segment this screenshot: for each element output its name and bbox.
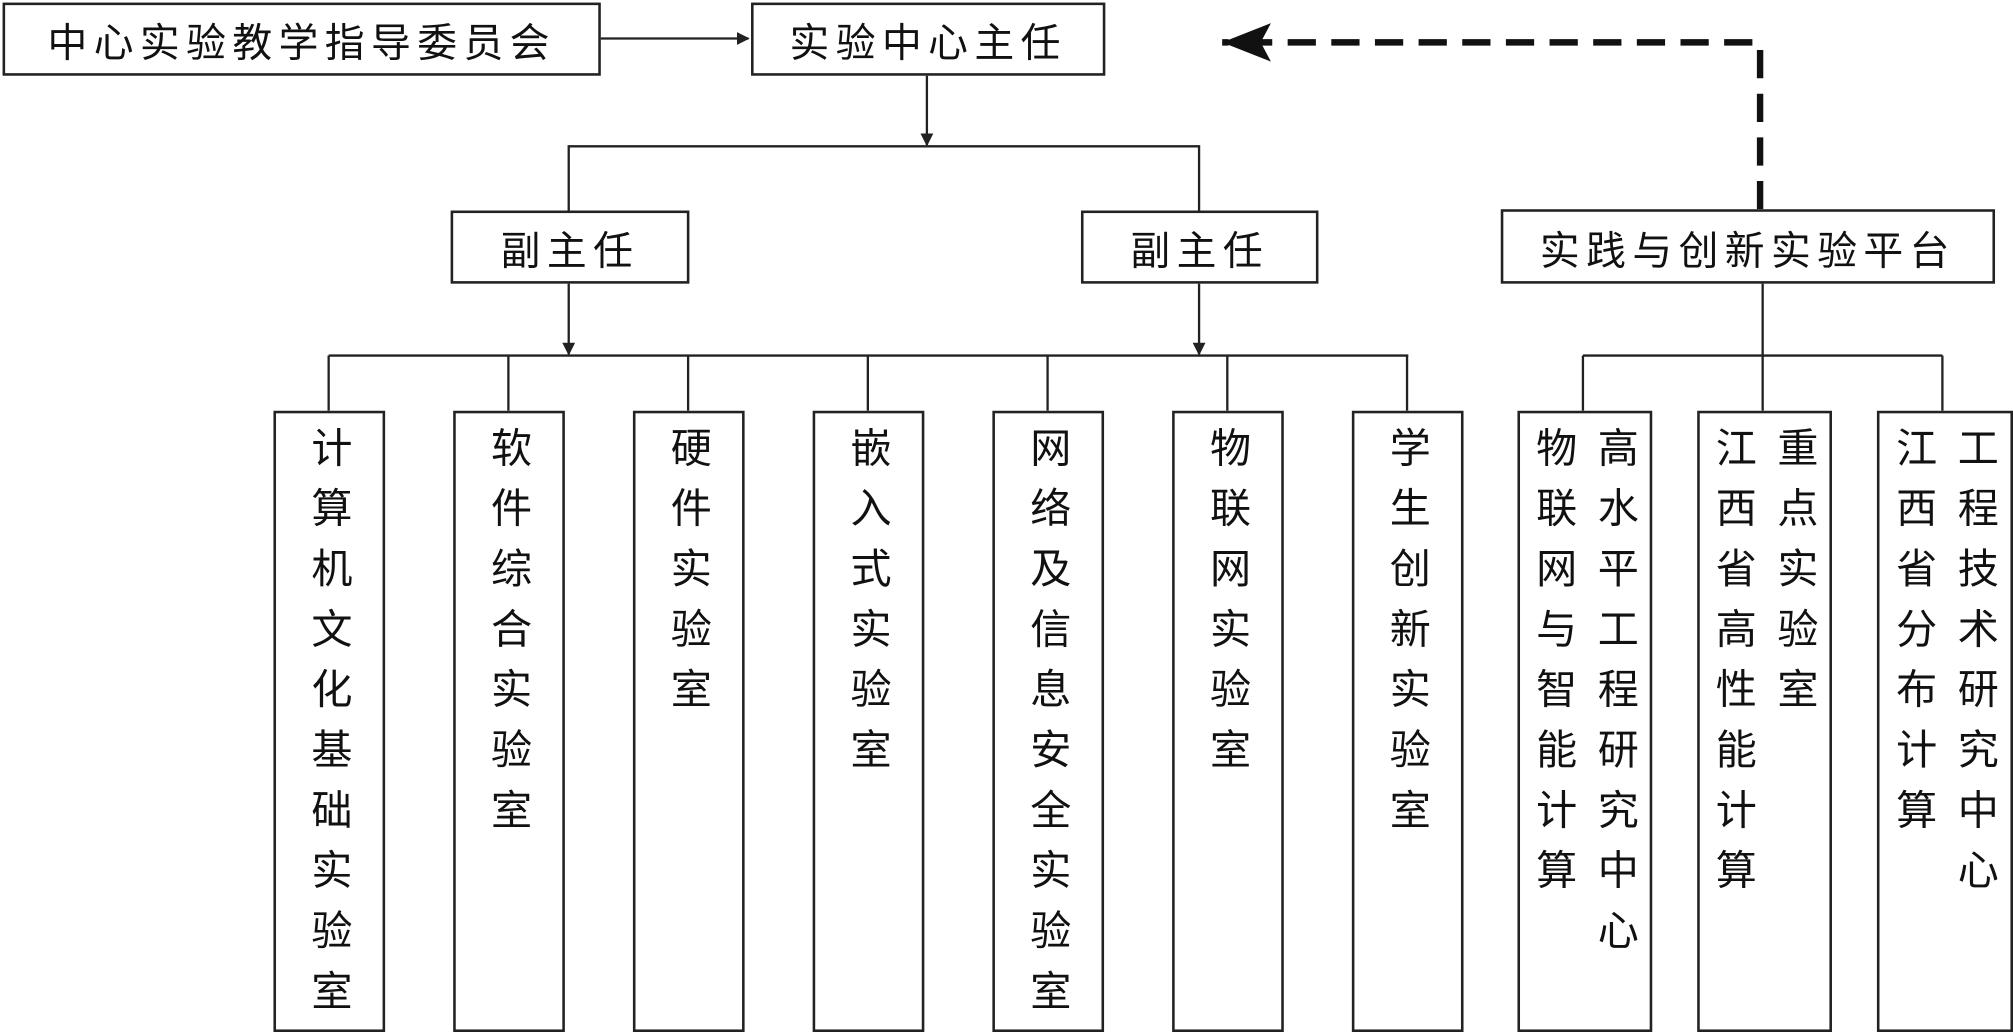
- lab-box: 软件综合实验室: [453, 410, 565, 1032]
- deputy-bracket: [567, 145, 1201, 212]
- platform-unit-box: 工程技术研究中心 江西省分布计算: [1876, 410, 2013, 1032]
- deputy-right-label: 副主任: [1130, 228, 1270, 275]
- lab-label: 物联网实验室: [1203, 426, 1253, 789]
- platform-label: 实践与创新实验平台: [1539, 227, 1956, 275]
- lab-label: 学生创新实验室: [1383, 426, 1433, 849]
- deputy-left-box: 副主任: [450, 210, 690, 284]
- lab-box: 嵌入式实验室: [812, 410, 925, 1032]
- deputy-left-label: 副主任: [500, 228, 640, 275]
- deputy-right-box: 副主任: [1080, 210, 1319, 284]
- committee-label: 中心实验教学指导委员会: [47, 20, 556, 67]
- platform-unit-label-right: 重点实验室: [1771, 426, 1820, 728]
- lab-label: 网络及信息安全实验室: [1023, 426, 1073, 1030]
- platform-unit-box: 重点实验室 江西省高性能计算: [1697, 410, 1832, 1032]
- director-label: 实验中心主任: [789, 20, 1067, 67]
- lab-box: 硬件实验室: [632, 410, 745, 1032]
- lab-label: 软件综合实验室: [484, 426, 534, 849]
- platform-unit-label-left: 江西省分布计算: [1889, 426, 1939, 849]
- platform-unit-label-right: 工程技术研究中心: [1951, 426, 2001, 909]
- lab-label: 硬件实验室: [664, 426, 714, 728]
- lab-box: 网络及信息安全实验室: [992, 410, 1105, 1032]
- director-box: 实验中心主任: [751, 2, 1106, 76]
- lab-box: 计算机文化基础实验室: [273, 410, 386, 1032]
- lab-label: 计算机文化基础实验室: [304, 426, 354, 1030]
- lab-label: 嵌入式实验室: [844, 426, 893, 789]
- platform-to-director-dashed-arrow: [1222, 23, 1764, 210]
- lab-box: 物联网实验室: [1172, 410, 1284, 1032]
- committee-box: 中心实验教学指导委员会: [2, 2, 601, 76]
- platform-unit-label-left: 物联网与智能计算: [1529, 426, 1579, 909]
- platform-unit-label-right: 高水平工程研究中心: [1591, 426, 1641, 970]
- platform-box: 实践与创新实验平台: [1500, 209, 1996, 284]
- lab-box: 学生创新实验室: [1351, 410, 1464, 1032]
- platform-unit-box: 高水平工程研究中心 物联网与智能计算: [1517, 410, 1653, 1032]
- platform-unit-label-left: 江西省高性能计算: [1709, 426, 1759, 909]
